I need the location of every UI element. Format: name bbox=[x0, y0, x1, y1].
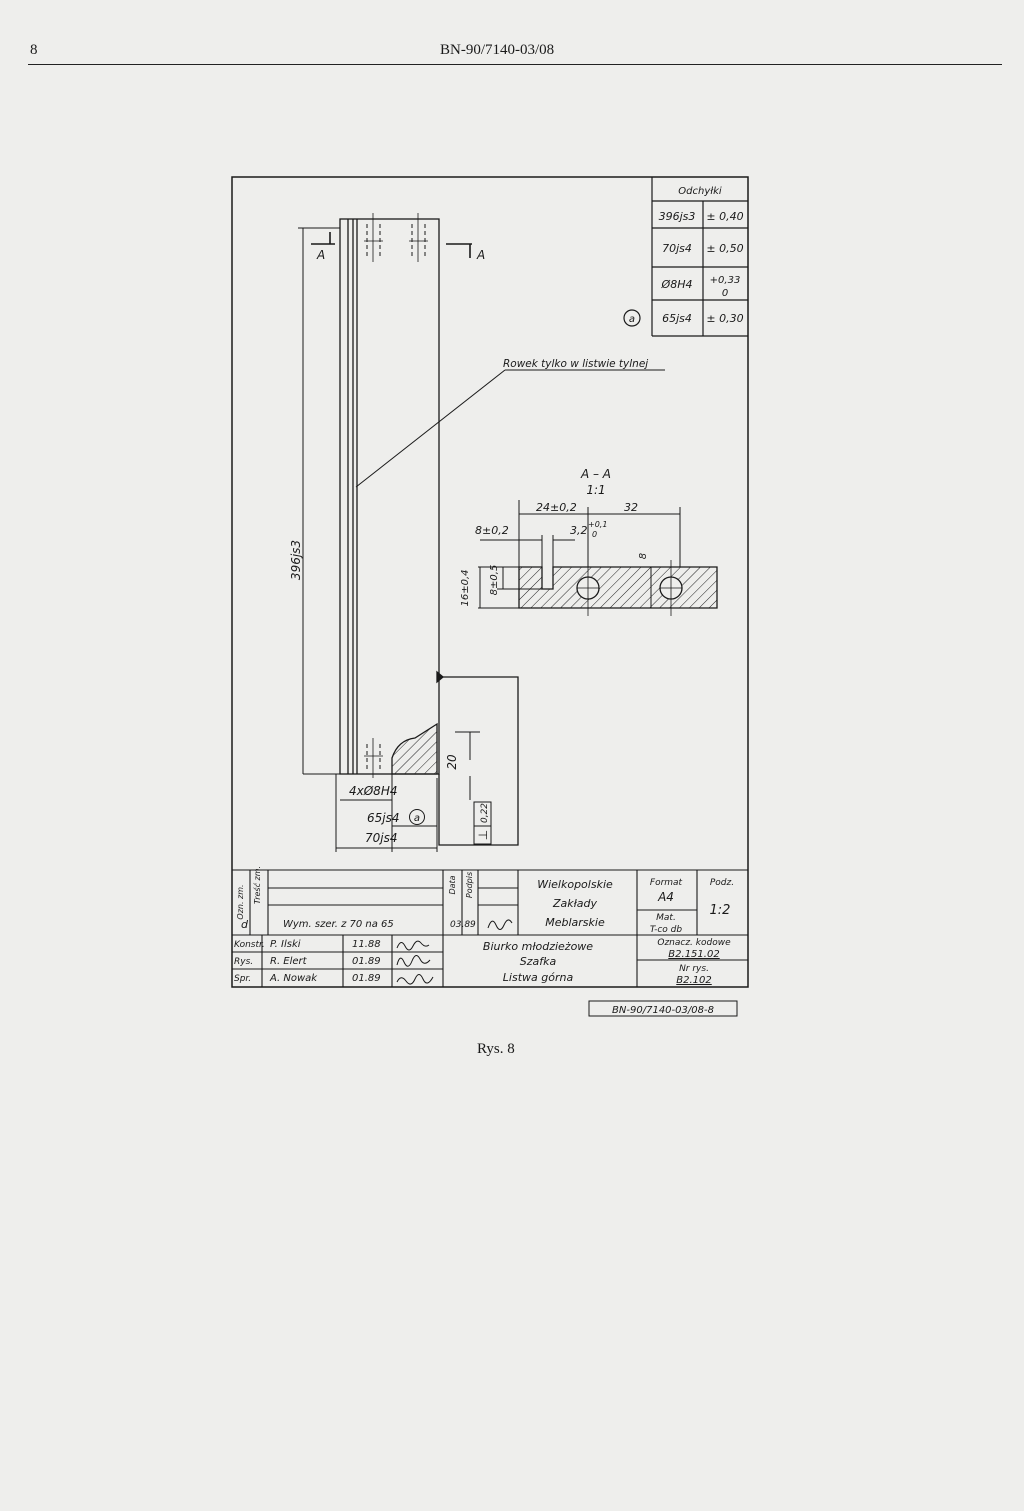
tb-scale-value: 1:2 bbox=[710, 903, 731, 918]
tol-row-1-tol: ± 0,40 bbox=[706, 210, 743, 223]
tb-company-3: Meblarskie bbox=[545, 916, 605, 929]
dim-20-label: 20 bbox=[445, 754, 459, 770]
sec-dim-16: 16±0,4 bbox=[460, 569, 471, 606]
groove-note: Rowek tylko w listwie tylnej bbox=[503, 358, 648, 370]
tol-row-4-dim: 65js4 bbox=[662, 312, 692, 325]
tb-date-3: 01.89 bbox=[352, 973, 381, 984]
tb-changes-col: Ozn. zm. bbox=[236, 884, 245, 919]
holes-dim-label: 4xØ8H4 bbox=[349, 784, 397, 798]
sec-dim-8c: 8 bbox=[638, 553, 649, 559]
tb-change-text: Wym. szer. z 70 na 65 bbox=[283, 919, 394, 930]
sec-dim-8: 8±0,2 bbox=[475, 524, 509, 537]
perp-tol: 0,22 bbox=[480, 803, 490, 823]
tb-date-2: 01.89 bbox=[352, 956, 381, 967]
tol-row-1-dim: 396js3 bbox=[659, 210, 696, 223]
tb-sign-col: Podpis bbox=[465, 872, 474, 898]
tb-date-1: 11.88 bbox=[352, 939, 381, 950]
section-label-right: A bbox=[476, 248, 485, 262]
tol-row-3-lower: 0 bbox=[722, 288, 728, 299]
tol-row-4-tol: ± 0,30 bbox=[706, 312, 743, 325]
dim-65-marker: a bbox=[414, 813, 420, 824]
tb-name-3: A. Nowak bbox=[269, 973, 318, 984]
tb-scale-label: Podz. bbox=[710, 878, 734, 888]
signatures bbox=[396, 919, 513, 985]
dim-65-label: 65js4 bbox=[367, 811, 400, 825]
header-rule bbox=[28, 64, 1002, 65]
section-scale: 1:1 bbox=[586, 483, 605, 497]
reference-box bbox=[588, 1000, 738, 1017]
tb-change-mark: d bbox=[241, 918, 249, 931]
tb-role-3: Spr. bbox=[234, 974, 251, 984]
tolerance-title: Odchyłki bbox=[678, 186, 722, 197]
length-dim-label: 396js3 bbox=[289, 540, 303, 580]
tolerance-table bbox=[623, 177, 748, 337]
sec-dim-8b: 8±0,5 bbox=[489, 565, 500, 596]
tb-date-col: Data bbox=[448, 875, 457, 894]
tb-code-label: Oznacz. kodowe bbox=[657, 938, 731, 948]
sheet-frame bbox=[231, 176, 749, 988]
section-aa bbox=[518, 560, 718, 616]
tb-drawing-no-label: Nr rys. bbox=[679, 964, 709, 974]
tol-row-2-dim: 70js4 bbox=[662, 242, 692, 255]
page-number: 8 bbox=[30, 42, 38, 58]
tb-format-label: Format bbox=[650, 878, 683, 888]
sec-dim-32b: 3,2 bbox=[570, 524, 588, 537]
tb-format-value: A4 bbox=[657, 890, 674, 904]
tb-material-value: T-co db bbox=[650, 925, 682, 935]
figure-caption: Rys. 8 bbox=[477, 1041, 515, 1057]
groove-leader bbox=[355, 369, 506, 488]
tol-row-4-marker: a bbox=[629, 314, 635, 325]
tol-row-2-tol: ± 0,50 bbox=[706, 242, 743, 255]
tb-content-col: Treść zm. bbox=[252, 866, 262, 904]
tb-company-2: Zakłady bbox=[552, 897, 598, 910]
section-cut-markers bbox=[311, 232, 472, 258]
sec-dim-32b-tol: +0,1 bbox=[588, 520, 607, 529]
tol-row-3-upper: +0,33 bbox=[710, 275, 741, 286]
corner-detail bbox=[391, 670, 519, 846]
tb-name-2: R. Elert bbox=[270, 956, 308, 967]
section-dimensions bbox=[478, 500, 681, 609]
sec-dim-32b-tol-lower: 0 bbox=[592, 530, 597, 539]
tb-change-date: 03.89 bbox=[450, 920, 476, 930]
tb-product-2: Szafka bbox=[520, 955, 557, 968]
dim-70-label: 70js4 bbox=[365, 831, 398, 845]
tol-row-3-dim: Ø8H4 bbox=[661, 278, 693, 291]
tb-company-1: Wielkopolskie bbox=[537, 878, 613, 891]
tb-code-value: B2.151.02 bbox=[668, 949, 719, 960]
tb-drawing-no-value: B2.102 bbox=[676, 975, 712, 986]
perp-symbol: ⊥ bbox=[476, 830, 490, 840]
section-title: A – A bbox=[580, 467, 611, 481]
title-block bbox=[232, 869, 748, 987]
bar-main-view bbox=[339, 213, 440, 778]
section-label-left: A bbox=[316, 248, 325, 262]
tb-role-1: Konstr. bbox=[234, 940, 265, 950]
sec-dim-24: 24±0,2 bbox=[536, 501, 577, 514]
standard-code: BN-90/7140-03/08 bbox=[440, 42, 555, 58]
tb-material-label: Mat. bbox=[656, 913, 676, 923]
perpendicularity-frame bbox=[473, 801, 492, 845]
tb-product-1: Biurko młodzieżowe bbox=[483, 940, 593, 953]
reference-code: BN-90/7140-03/08-8 bbox=[612, 1005, 714, 1016]
tb-role-2: Rys. bbox=[234, 957, 253, 967]
tb-product-3: Listwa górna bbox=[503, 971, 574, 984]
length-dimension bbox=[298, 227, 340, 775]
tb-name-1: P. Ilski bbox=[270, 939, 301, 950]
bottom-dimensions bbox=[335, 731, 480, 852]
sec-dim-32: 32 bbox=[624, 501, 638, 514]
